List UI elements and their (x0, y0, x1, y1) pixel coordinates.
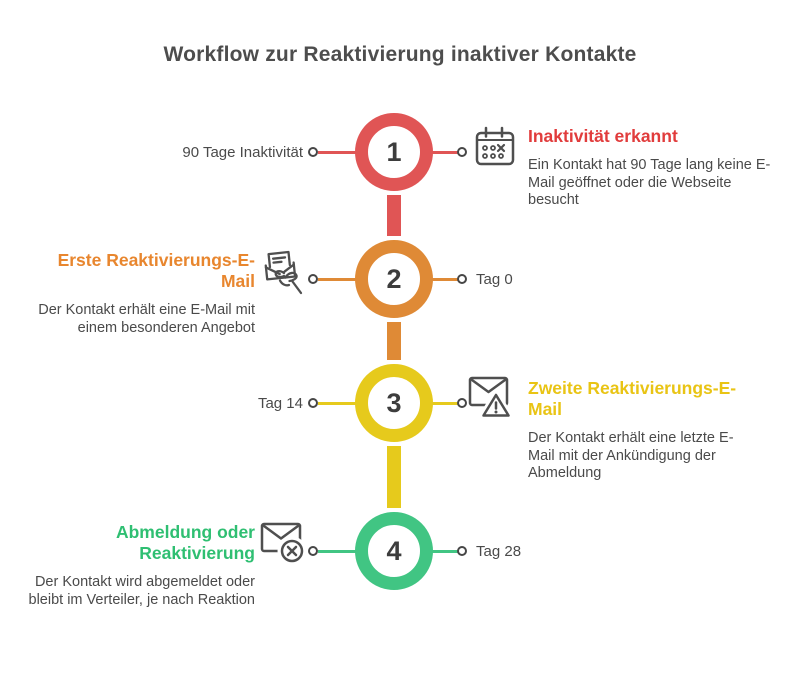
connector-dot-right-2 (457, 274, 467, 284)
step-number-1: 1 (386, 136, 402, 167)
step-heading-4: Abmeldung oder Reaktivierung (115, 522, 255, 563)
step-circle-3: 3 (355, 364, 433, 442)
connector-dot-left-3 (308, 398, 318, 408)
step-description-2: Der Kontakt erhält eine E-Mail mit einem… (38, 302, 255, 336)
step-heading-2: Erste Reaktivierungs-E-Mail (57, 250, 255, 291)
day-label-3: Tag 14 (257, 395, 303, 412)
day-label-4: Tag 28 (476, 543, 522, 560)
step-circle-4: 4 (355, 512, 433, 590)
step-heading-1: Inaktivität erkannt (528, 126, 678, 146)
step-content-2: Erste Reaktivierungs-E-Mail Der Kontakt … (15, 250, 255, 337)
connector-dot-right-4 (457, 546, 467, 556)
step-content-1: Inaktivität erkannt Ein Kontakt hat 90 T… (528, 126, 778, 210)
connector-dot-right-3 (457, 398, 467, 408)
step-description-1: Ein Kontakt hat 90 Tage lang keine E-Mai… (528, 157, 771, 208)
step-circle-1: 1 (355, 113, 433, 191)
left-connector-line-1 (318, 151, 357, 154)
timeline-segment-1 (387, 195, 401, 236)
right-connector-line-2 (431, 278, 458, 281)
connector-dot-left-4 (308, 546, 318, 556)
timeline-segment-3 (387, 446, 401, 508)
step-description-3: Der Kontakt erhält eine letzte E-Mail mi… (528, 430, 734, 481)
step-circle-2: 2 (355, 240, 433, 318)
left-connector-line-4 (318, 550, 357, 553)
step-number-4: 4 (386, 535, 402, 566)
step-content-3: Zweite Reaktivierungs-E-Mail Der Kontakt… (528, 378, 760, 483)
left-connector-line-3 (318, 402, 357, 405)
calendar-cancel-icon (471, 123, 519, 171)
step-number-3: 3 (386, 387, 402, 418)
step-heading-3: Zweite Reaktivierungs-E-Mail (528, 378, 737, 419)
step-number-2: 2 (386, 263, 402, 294)
envelope-unsubscribe-icon (258, 517, 308, 567)
day-label-1: 90 Tage Inaktivität (182, 144, 303, 161)
day-label-2: Tag 0 (476, 271, 513, 288)
envelope-warning-icon (466, 373, 516, 423)
right-connector-line-1 (431, 151, 458, 154)
connector-dot-right-1 (457, 147, 467, 157)
left-connector-line-2 (318, 278, 357, 281)
step-description-4: Der Kontakt wird abgemeldet oder bleibt … (28, 574, 256, 608)
right-connector-line-4 (431, 550, 458, 553)
step-content-4: Abmeldung oder Reaktivierung Der Kontakt… (15, 522, 256, 609)
connector-dot-left-2 (308, 274, 318, 284)
hand-holding-envelope-icon (256, 247, 308, 299)
connector-dot-left-1 (308, 147, 318, 157)
right-connector-line-3 (431, 402, 458, 405)
timeline-segment-2 (387, 322, 401, 360)
page-title: Workflow zur Reaktivierung inaktiver Kon… (163, 43, 637, 66)
